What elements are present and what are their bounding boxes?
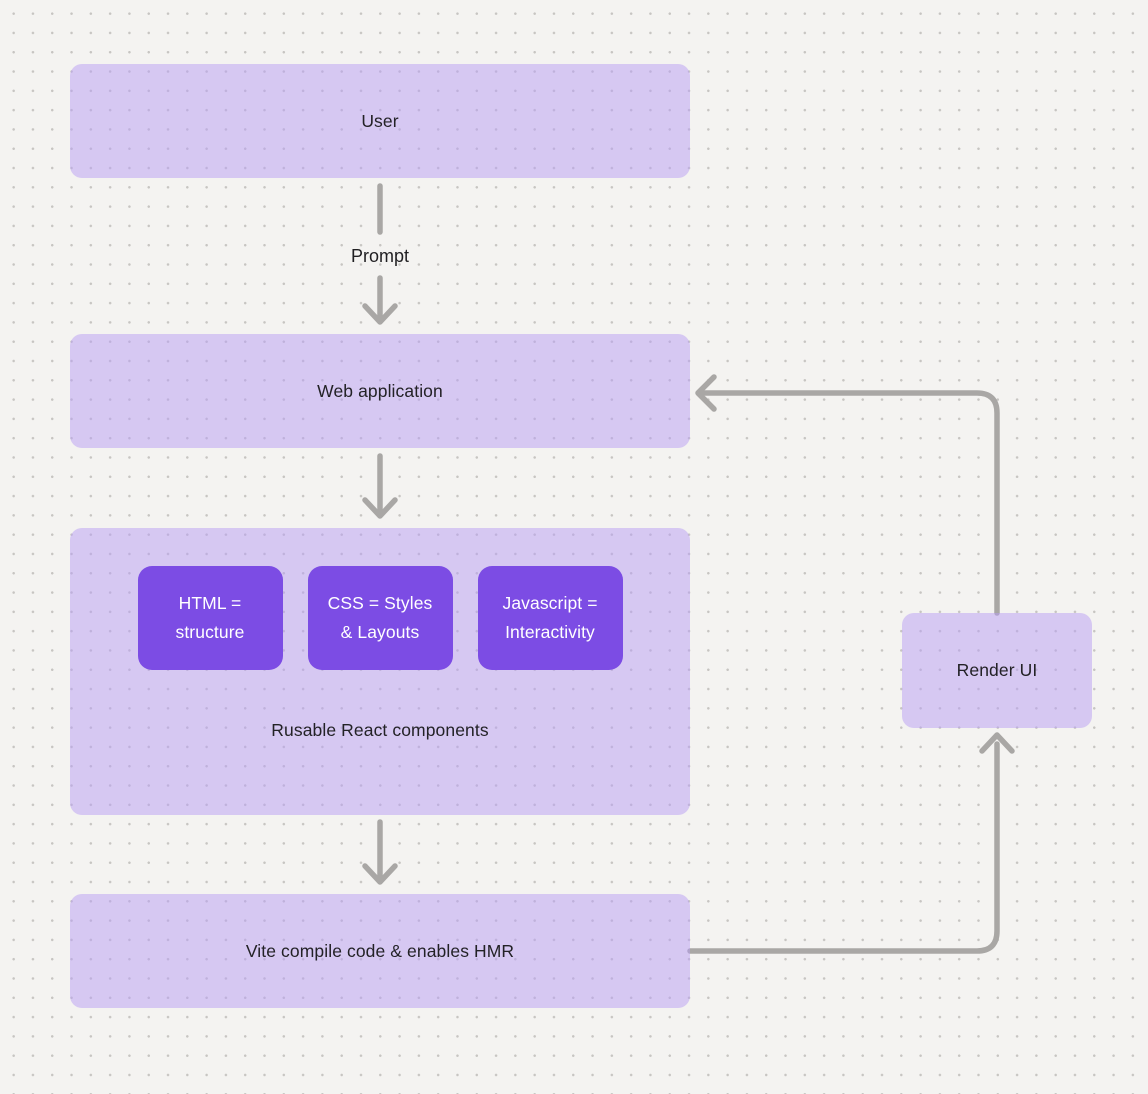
node-html-chip-label: HTML = structure	[175, 593, 245, 642]
node-web-application: Web application	[70, 334, 690, 448]
components-chip-row: HTML = structure CSS = Styles & Layouts …	[70, 566, 690, 670]
edge-vite-to-renderui-line	[687, 741, 1000, 954]
node-render-ui: Render UI	[902, 613, 1092, 728]
components-caption: Rusable React components	[271, 720, 489, 740]
node-components-group: HTML = structure CSS = Styles & Layouts …	[70, 528, 690, 815]
node-html-chip: HTML = structure	[137, 566, 283, 670]
node-user: User	[70, 64, 690, 178]
edge-renderui-to-webapp-line	[700, 390, 1000, 616]
arrow-down-icon	[362, 497, 398, 519]
node-vite: Vite compile code & enables HMR	[70, 894, 690, 1008]
node-javascript-chip: Javascript = Interactivity	[477, 566, 623, 670]
arrow-down-icon	[362, 863, 398, 885]
arrow-left-icon	[695, 374, 717, 412]
node-render-ui-label: Render UI	[956, 660, 1038, 680]
arrow-down-icon	[362, 303, 398, 325]
node-css-chip: CSS = Styles & Layouts	[307, 566, 453, 670]
node-web-application-label: Web application	[317, 380, 443, 401]
node-vite-label: Vite compile code & enables HMR	[245, 940, 515, 961]
node-css-chip-label: CSS = Styles & Layouts	[327, 593, 433, 642]
node-user-label: User	[361, 110, 399, 131]
arrow-up-icon	[979, 732, 1015, 754]
edge-prompt-label: Prompt	[350, 246, 410, 266]
node-javascript-chip-label: Javascript = Interactivity	[502, 593, 598, 642]
